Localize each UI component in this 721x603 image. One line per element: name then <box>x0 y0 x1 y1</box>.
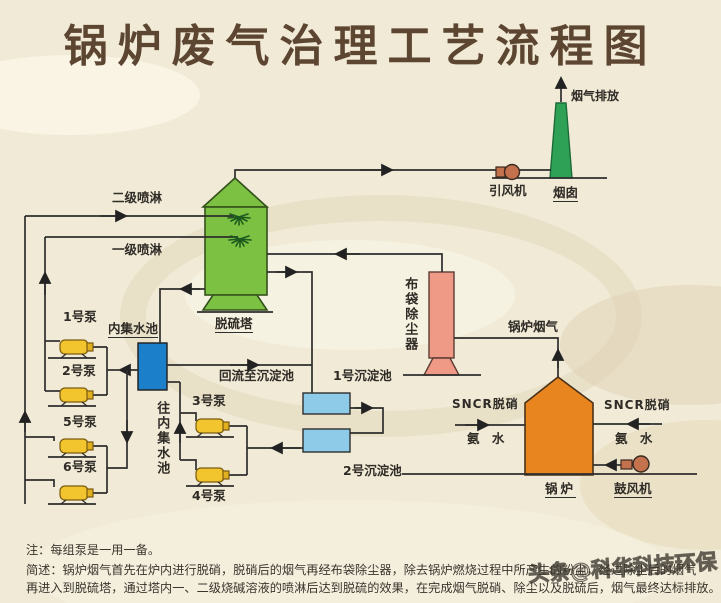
label-pump4: 4号泵 <box>192 488 226 503</box>
pump-5-icon <box>59 438 94 458</box>
induced-fan-icon <box>495 163 521 181</box>
spray-nozzle-icon <box>227 213 252 248</box>
label-inner-pool: 内集水池 <box>108 321 159 338</box>
label-pump3: 3号泵 <box>192 393 226 408</box>
pump-1-icon <box>59 339 94 359</box>
label-sncr-left: SNCR脱硝 <box>452 397 519 411</box>
pump-2-icon <box>59 387 94 407</box>
label-tank2: 2号沉淀池 <box>343 463 402 478</box>
label-sncr-right: SNCR脱硝 <box>604 398 671 412</box>
bag-dust-collector <box>422 271 461 376</box>
label-induced-fan: 引风机 <box>489 183 527 198</box>
blower-icon <box>620 455 650 473</box>
label-blower: 鼓风机 <box>614 481 652 498</box>
label-pump2: 2号泵 <box>62 363 96 378</box>
page-title: 锅炉废气治理工艺流程图 <box>63 21 658 72</box>
note-brief-line1: 简述：锅炉烟气首先在炉内进行脱硝，脱硝后的烟气再经布袋除尘器，除去锅炉燃烧过程中… <box>26 563 697 577</box>
pipes <box>18 76 697 505</box>
pumps <box>59 339 230 505</box>
label-pump5: 5号泵 <box>63 414 97 429</box>
label-primary-spray: 一级喷淋 <box>112 242 163 257</box>
label-reflux: 回流至沉淀池 <box>219 368 295 383</box>
label-secondary-spray: 二级喷淋 <box>112 190 163 205</box>
label-to-inner-pool: 往内集水池 <box>154 401 170 476</box>
label-boiler-flue-gas: 锅炉烟气 <box>508 319 559 334</box>
label-pump1: 1号泵 <box>63 309 97 324</box>
label-tank1: 1号沉淀池 <box>333 368 392 383</box>
note-brief-line2: 再进入到脱硫塔，通过塔内一、二级烧碱溶液的喷淋后达到脱硫的效果，在完成烟气脱硝、… <box>26 581 721 595</box>
sedimentation-tank-2 <box>302 428 351 453</box>
label-ammonia-left: 氨 水 <box>467 431 509 446</box>
desulfurization-tower <box>200 176 270 311</box>
label-pump6: 6号泵 <box>63 459 97 474</box>
sedimentation-tank-1 <box>302 392 351 415</box>
label-desulfurization-tower: 脱硫塔 <box>215 316 253 333</box>
chimney <box>549 102 573 179</box>
inner-collection-pool <box>137 342 168 391</box>
pump-4-icon <box>195 467 230 487</box>
boiler <box>524 375 594 476</box>
label-chimney: 烟囱 <box>553 185 579 202</box>
label-ammonia-right: 氨 水 <box>615 431 657 446</box>
pump-6-icon <box>59 485 94 505</box>
label-boiler: 锅炉 <box>545 481 577 498</box>
label-bag-dust-collector: 布袋除尘器 <box>402 277 418 352</box>
pump-3-icon <box>195 418 230 438</box>
note-pumps: 注：每组泵是一用一备。 <box>26 543 161 557</box>
label-emission: 烟气排放 <box>571 89 620 103</box>
